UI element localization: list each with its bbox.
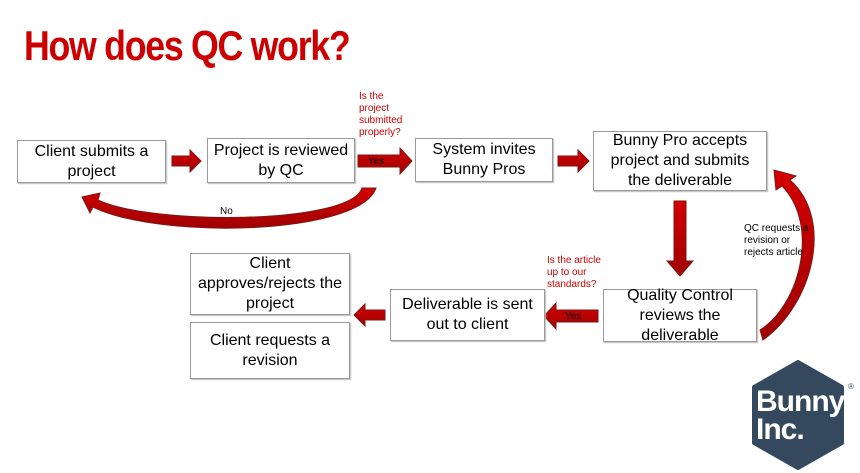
box-client-submits: Client submits a project [17, 140, 166, 183]
box-revision: Client requests a revision [190, 322, 350, 379]
box-accepts: Bunny Pro accepts project and submits th… [593, 131, 767, 191]
note-qc-requests: QC requests a revision or rejects articl… [744, 223, 809, 258]
page-title: How does QC work? [24, 22, 351, 69]
arrow-no-curve [81, 187, 377, 229]
arrow-3 [557, 148, 590, 174]
box-sent: Deliverable is sent out to client [390, 289, 545, 341]
arrow-yes-2 [543, 301, 599, 331]
label-yes-1: Yes [368, 156, 385, 167]
label-no: No [220, 206, 233, 217]
registered-mark: ® [848, 382, 854, 391]
box-invites: System invites Bunny Pros [415, 138, 553, 182]
arrow-to-client [353, 302, 386, 328]
bunny-inc-logo [752, 360, 844, 470]
arrow-revision-curve [759, 169, 815, 341]
box-qc: Quality Control reviews the deliverable [603, 287, 757, 344]
label-yes-2: Yes [565, 311, 582, 322]
arrow-1 [171, 148, 202, 174]
note-up-to-standards: Is the article up to our standards? [547, 255, 601, 290]
box-approves: Client approves/rejects the project [190, 253, 350, 315]
note-submitted-properly: Is the project submitted properly? [359, 91, 403, 138]
arrow-down [665, 200, 695, 277]
box-reviewed: Project is reviewed by QC [207, 138, 355, 183]
arrow-yes-1 [357, 146, 413, 176]
